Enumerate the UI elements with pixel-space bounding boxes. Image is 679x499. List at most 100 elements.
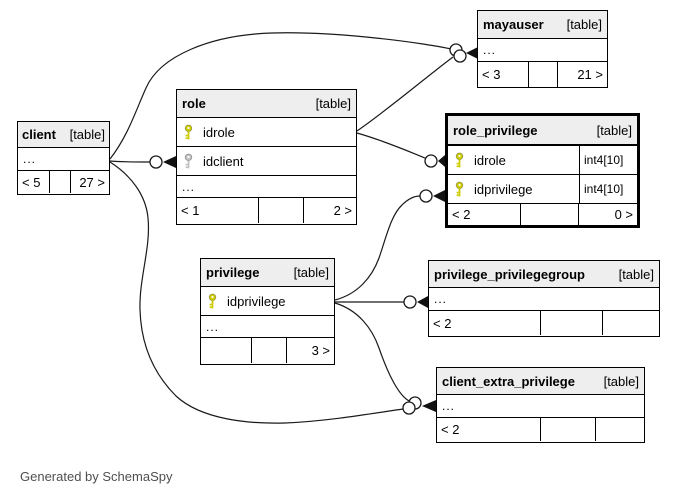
related-count-out[interactable]: 2 > <box>333 203 352 218</box>
table-name: client <box>22 127 56 142</box>
related-count-in[interactable]: < 1 <box>177 198 259 223</box>
edge-client-clientextra <box>109 161 404 424</box>
edge-arrowhead <box>433 190 445 202</box>
table-header[interactable]: role_privilege [table] <box>448 116 637 146</box>
related-count-in[interactable]: < 5 <box>18 171 50 193</box>
edge-client-role <box>109 160 151 163</box>
edge-arrowhead <box>163 156 176 168</box>
column-name: idclient <box>203 153 244 169</box>
table-kind-label: [table] <box>315 96 351 111</box>
table-footer: < 2 <box>437 418 644 441</box>
related-count-out[interactable]: 27 > <box>79 174 105 190</box>
related-count-out[interactable] <box>603 311 659 335</box>
edge-role-mayauser <box>356 56 454 132</box>
hidden-columns-row: ... <box>201 316 334 338</box>
foreign-key-icon <box>183 153 196 169</box>
table-kind-label: [table] <box>596 122 632 138</box>
table-name: client_extra_privilege <box>442 373 575 389</box>
table-header[interactable]: role [table] <box>177 90 356 118</box>
edge-terminator-circle <box>419 189 433 203</box>
column-row-idprivilege[interactable]: idprivilege int4[10] <box>448 175 637 204</box>
table-header[interactable]: client [table] <box>18 122 109 148</box>
edge-arrowhead <box>466 47 478 59</box>
table-client-extra-privilege[interactable]: client_extra_privilege [table] ... < 2 <box>436 367 645 443</box>
table-privilege[interactable]: privilege [table] idprivilege ... 3 > <box>200 258 335 365</box>
edge-privilege-clientextra <box>334 302 410 402</box>
generated-by-note: Generated by SchemaSpy <box>20 469 173 484</box>
edge-arrowhead <box>417 296 428 308</box>
column-name: idprivilege <box>227 293 286 309</box>
table-name: role <box>182 96 206 111</box>
footer-spacer <box>541 311 603 335</box>
table-footer: < 3 21 > <box>478 62 607 87</box>
column-name: idrole <box>203 124 235 140</box>
column-name: idrole <box>474 152 506 168</box>
edge-terminator-circle <box>402 401 416 415</box>
hidden-columns-row: ... <box>478 39 607 62</box>
table-footer: < 5 27 > <box>18 171 109 193</box>
table-kind-label: [table] <box>293 265 329 280</box>
table-name: role_privilege <box>453 122 538 138</box>
column-type: int4[10] <box>579 175 637 203</box>
table-header[interactable]: client_extra_privilege [table] <box>437 368 644 395</box>
related-count-out[interactable]: 21 > <box>577 67 603 82</box>
related-count-in[interactable]: < 2 <box>437 418 541 441</box>
table-name: privilege <box>206 265 260 280</box>
hidden-columns-row: ... <box>18 148 109 171</box>
hidden-columns-row: ... <box>437 395 644 418</box>
edge-arrowhead <box>438 155 445 167</box>
footer-spacer <box>259 198 304 223</box>
edge-client-mayauser <box>109 32 452 160</box>
table-footer: < 2 0 > <box>448 204 637 225</box>
column-row-idrole[interactable]: idrole int4[10] <box>448 146 637 175</box>
primary-key-icon <box>454 152 467 168</box>
primary-key-icon <box>207 293 220 309</box>
table-name: privilege_privilegegroup <box>434 266 585 282</box>
table-mayauser[interactable]: mayauser [table] ... < 3 21 > <box>477 10 608 88</box>
table-name: mayauser <box>483 17 544 32</box>
table-footer: < 2 <box>429 311 659 335</box>
column-row-idprivilege[interactable]: idprivilege <box>201 287 334 316</box>
column-row-idrole[interactable]: idrole <box>177 118 356 147</box>
table-kind-label: [table] <box>566 17 602 32</box>
related-count-out[interactable] <box>596 418 644 441</box>
table-footer: 3 > <box>201 338 334 363</box>
hidden-columns-row: ... <box>429 288 659 311</box>
table-header[interactable]: mayauser [table] <box>478 11 607 39</box>
hidden-columns-row: ... <box>177 176 356 198</box>
related-count-out[interactable]: 3 > <box>311 343 330 358</box>
footer-spacer <box>521 204 579 225</box>
footer-spacer <box>252 338 287 363</box>
table-kind-label: [table] <box>603 373 639 389</box>
related-count-out[interactable]: 0 > <box>614 207 633 222</box>
primary-key-icon <box>454 181 467 197</box>
column-row-idclient[interactable]: idclient <box>177 147 356 176</box>
edge-arrowhead <box>422 400 436 412</box>
footer-spacer <box>541 418 596 441</box>
edge-role-roleprivilege <box>356 132 426 159</box>
edge-privilege-roleprivilege <box>334 195 421 301</box>
edge-terminator-circle <box>453 49 467 63</box>
table-privilege-privilegegroup[interactable]: privilege_privilegegroup [table] ... < 2 <box>428 260 660 337</box>
table-role-privilege[interactable]: role_privilege [table] idrole int4[10] i… <box>445 113 640 228</box>
table-header[interactable]: privilege_privilegegroup [table] <box>429 261 659 288</box>
column-name: idprivilege <box>474 181 533 197</box>
edge-terminator-circle <box>149 155 163 169</box>
footer-spacer <box>529 62 558 87</box>
table-kind-label: [table] <box>618 266 654 282</box>
table-role[interactable]: role [table] idrole idclient ... < 1 2 > <box>176 89 357 225</box>
table-header[interactable]: privilege [table] <box>201 259 334 287</box>
related-count-in[interactable]: < 2 <box>448 204 521 225</box>
related-count-in[interactable]: < 2 <box>429 311 541 335</box>
primary-key-icon <box>183 124 196 140</box>
edge-terminator-circle <box>424 154 438 168</box>
related-count-in[interactable]: < 3 <box>478 62 529 87</box>
table-footer: < 1 2 > <box>177 198 356 223</box>
table-client[interactable]: client [table] ... < 5 27 > <box>17 121 110 195</box>
footer-spacer <box>50 171 71 193</box>
related-count-in[interactable] <box>201 338 252 363</box>
table-kind-label: [table] <box>69 127 105 142</box>
column-type: int4[10] <box>579 146 637 174</box>
